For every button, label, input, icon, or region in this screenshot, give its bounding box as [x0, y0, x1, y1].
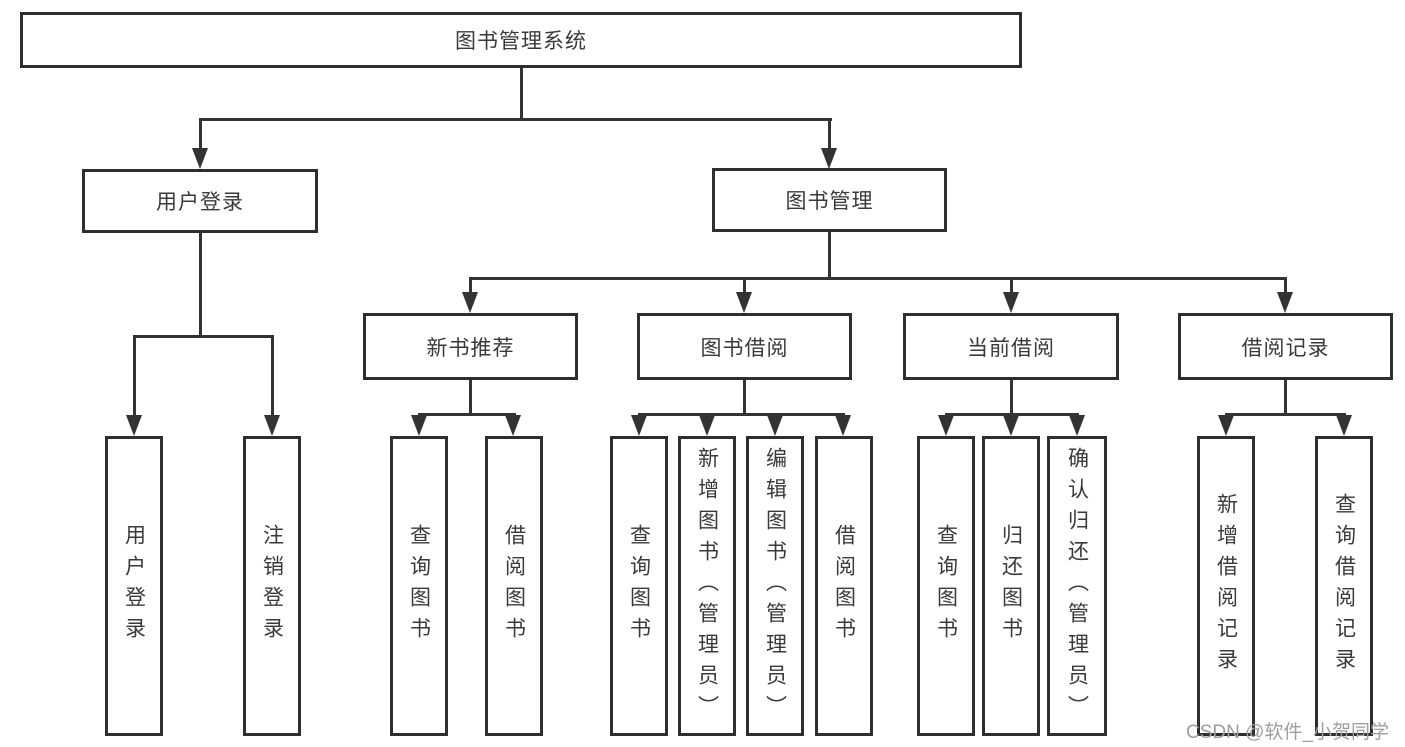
connector-line — [469, 277, 1287, 280]
node-label: 确认归还（管理员） — [1065, 446, 1089, 726]
node-label: 图书管理 — [785, 190, 874, 213]
leaf-add-borrowing-record: 新增借阅记录 — [1197, 436, 1255, 736]
node-label: 借阅图书 — [502, 524, 526, 648]
leaf-return-books: 归还图书 — [982, 436, 1040, 736]
node-label: 借阅图书 — [832, 524, 856, 648]
connector-line — [271, 335, 274, 417]
node-label: 借阅记录 — [1241, 336, 1330, 360]
connector-line — [828, 118, 831, 151]
leaf-query-books-borrowing: 查询图书 — [610, 436, 668, 736]
leaf-edit-book-admin: 编辑图书（管理员） — [746, 436, 804, 736]
arrowhead-down-icon — [264, 415, 280, 436]
connector-line — [133, 335, 136, 417]
arrowhead-down-icon — [462, 292, 478, 313]
connector-line — [469, 277, 472, 295]
connector-line — [743, 380, 746, 413]
node-book-borrowing: 图书借阅 — [637, 313, 852, 380]
arrowhead-down-icon — [411, 415, 427, 436]
leaf-borrow-books-borrowing: 借阅图书 — [815, 436, 873, 736]
leaf-confirm-return-admin: 确认归还（管理员） — [1047, 436, 1107, 736]
leaf-query-books-recommend: 查询图书 — [390, 436, 448, 736]
csdn-watermark: CSDN @软件_小贺同学 — [1186, 722, 1389, 743]
arrowhead-down-icon — [699, 415, 715, 436]
arrowhead-down-icon — [1277, 292, 1293, 313]
node-label: 当前借阅 — [967, 336, 1055, 360]
node-label: 图书管理系统 — [455, 30, 587, 53]
connector-line — [1284, 380, 1287, 413]
connector-line — [520, 68, 523, 118]
connector-line — [1010, 380, 1013, 413]
connector-line — [469, 380, 472, 413]
arrowhead-down-icon — [505, 415, 521, 436]
node-borrowing-records: 借阅记录 — [1178, 313, 1393, 380]
node-label: 查询图书 — [934, 524, 958, 648]
arrowhead-down-icon — [835, 415, 851, 436]
connector-line — [199, 118, 832, 121]
node-label: 注销登录 — [260, 524, 284, 648]
arrowhead-down-icon — [821, 148, 837, 169]
connector-line — [1225, 413, 1345, 416]
node-label: 图书借阅 — [700, 336, 789, 360]
node-label: 查询图书 — [407, 524, 431, 648]
node-label: 归还图书 — [999, 524, 1023, 648]
node-library-management-system: 图书管理系统 — [20, 12, 1022, 68]
leaf-logout: 注销登录 — [243, 436, 301, 736]
arrowhead-down-icon — [736, 292, 752, 313]
node-label: 新书推荐 — [426, 336, 515, 360]
connector-line — [1010, 277, 1013, 295]
arrowhead-down-icon — [1069, 415, 1085, 436]
arrowhead-down-icon — [767, 415, 783, 436]
connector-line — [638, 413, 845, 416]
node-label: 查询图书 — [627, 524, 651, 648]
node-label: 新增借阅记录 — [1214, 493, 1238, 679]
leaf-borrow-books-recommend: 借阅图书 — [485, 436, 543, 736]
node-label: 用户登录 — [156, 191, 244, 214]
leaf-user-login: 用户登录 — [105, 436, 163, 736]
connector-line — [743, 277, 746, 295]
arrowhead-down-icon — [1218, 415, 1234, 436]
node-current-borrowing: 当前借阅 — [903, 313, 1119, 380]
leaf-add-book-admin: 新增图书（管理员） — [678, 436, 736, 736]
connector-line — [1284, 277, 1287, 295]
node-label: 新增图书（管理员） — [695, 446, 719, 726]
leaf-query-borrowing-record: 查询借阅记录 — [1315, 436, 1373, 736]
node-label: 查询借阅记录 — [1332, 493, 1356, 679]
connector-line — [828, 232, 831, 277]
node-label: 编辑图书（管理员） — [763, 446, 787, 726]
node-user-login: 用户登录 — [82, 169, 318, 233]
arrowhead-down-icon — [1003, 292, 1019, 313]
arrowhead-down-icon — [192, 148, 208, 169]
connector-line — [133, 335, 274, 338]
arrowhead-down-icon — [1003, 415, 1019, 436]
leaf-query-books-current: 查询图书 — [917, 436, 975, 736]
node-book-management: 图书管理 — [712, 168, 947, 232]
arrowhead-down-icon — [938, 415, 954, 436]
arrowhead-down-icon — [631, 415, 647, 436]
node-new-book-recommendation: 新书推荐 — [363, 313, 578, 380]
connector-line — [418, 413, 516, 416]
arrowhead-down-icon — [1336, 415, 1352, 436]
connector-line — [199, 118, 202, 151]
arrowhead-down-icon — [126, 415, 142, 436]
connector-line — [199, 233, 202, 335]
node-label: 用户登录 — [122, 524, 146, 648]
